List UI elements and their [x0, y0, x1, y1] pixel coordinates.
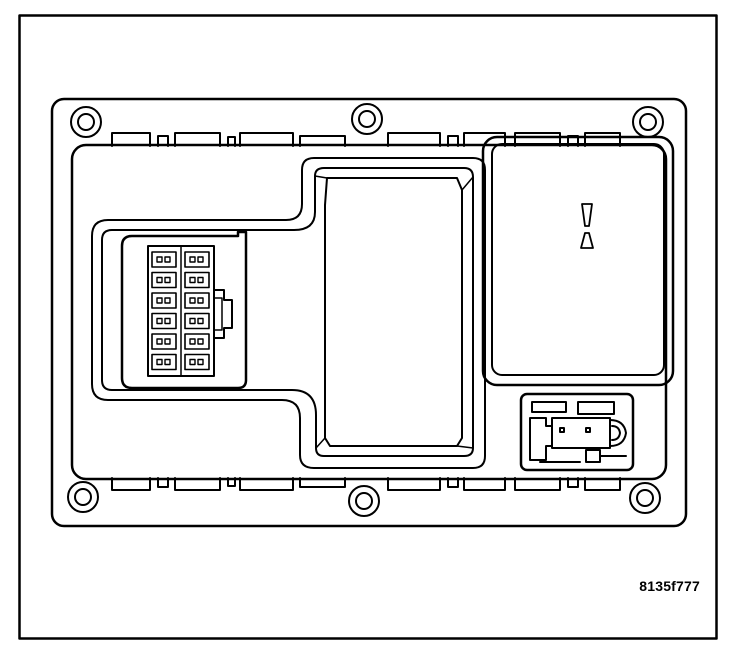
connector-pin: [164, 276, 171, 284]
connector-pin-grid: [151, 251, 210, 371]
connector-cavity: [151, 292, 177, 309]
figure-id-label: 8135f777: [639, 578, 700, 594]
connector-pin: [156, 338, 163, 345]
mounting-hole-bottom-right: [629, 482, 661, 514]
module-cover-inner: [491, 143, 665, 376]
mounting-hole-top-right: [632, 106, 664, 138]
warning-mark-icon: [580, 203, 594, 249]
connector-pin: [189, 358, 196, 366]
mounting-hole-top-center: [351, 103, 383, 135]
connector-pin: [156, 256, 163, 263]
connector-pin: [164, 256, 171, 263]
figure-frame: [18, 14, 718, 640]
connector-cavity: [184, 271, 210, 289]
connector-pin: [197, 276, 204, 284]
connector-latch: [213, 289, 233, 339]
connector-pin: [164, 338, 171, 345]
connector-pin: [189, 297, 196, 304]
connector-pin: [156, 276, 163, 284]
mounting-hole-bottom-left: [67, 481, 99, 513]
connector-pin: [189, 256, 196, 263]
channel-plateau: [324, 177, 463, 447]
mounting-hole-top-left: [70, 106, 102, 138]
connector-pin: [189, 317, 196, 325]
module-cover: [481, 135, 675, 387]
connector-pin: [189, 276, 196, 284]
connector-pin: [156, 317, 163, 325]
raised-channel-outer: [91, 157, 486, 469]
connector-cavity: [151, 251, 177, 268]
connector-pin: [156, 297, 163, 304]
connector-shroud: [120, 230, 248, 390]
connector-cavity: [184, 251, 210, 268]
connector-pin: [197, 256, 204, 263]
connector-cavity: [151, 333, 177, 350]
connector-cavity: [151, 312, 177, 330]
plateau-edge-left: [314, 175, 328, 179]
plateau-edge-right: [461, 176, 474, 191]
housing-tabs-bottom: [111, 477, 621, 491]
connector-pin: [164, 317, 171, 325]
housing-tabs-top: [111, 132, 621, 147]
connector-pin: [156, 358, 163, 366]
raised-channel-inner: [101, 167, 474, 457]
mounting-holes: [67, 103, 664, 517]
connector-pin: [197, 338, 204, 345]
connector-cavity: [184, 292, 210, 309]
plateau-edge-bottom-left: [315, 437, 326, 449]
connector-pin: [164, 358, 171, 366]
plateau-edge-bottom-right: [456, 445, 474, 449]
connector-pin: [189, 338, 196, 345]
connector-pin: [197, 317, 204, 325]
mounting-hole-bottom-center: [348, 485, 380, 517]
connector-cavity: [151, 353, 177, 371]
mounting-plate: [50, 97, 688, 528]
connector-cavity: [184, 333, 210, 350]
connector-latch-inner: [213, 297, 223, 331]
module-housing: [70, 143, 668, 481]
connector-cavity: [184, 353, 210, 371]
connector-pin: [197, 297, 204, 304]
component-bay: [519, 392, 635, 472]
connector-pin: [197, 358, 204, 366]
connector-cavity: [151, 271, 177, 289]
connector-cavity: [184, 312, 210, 330]
bay-component: [529, 401, 627, 463]
connector-pin: [164, 297, 171, 304]
